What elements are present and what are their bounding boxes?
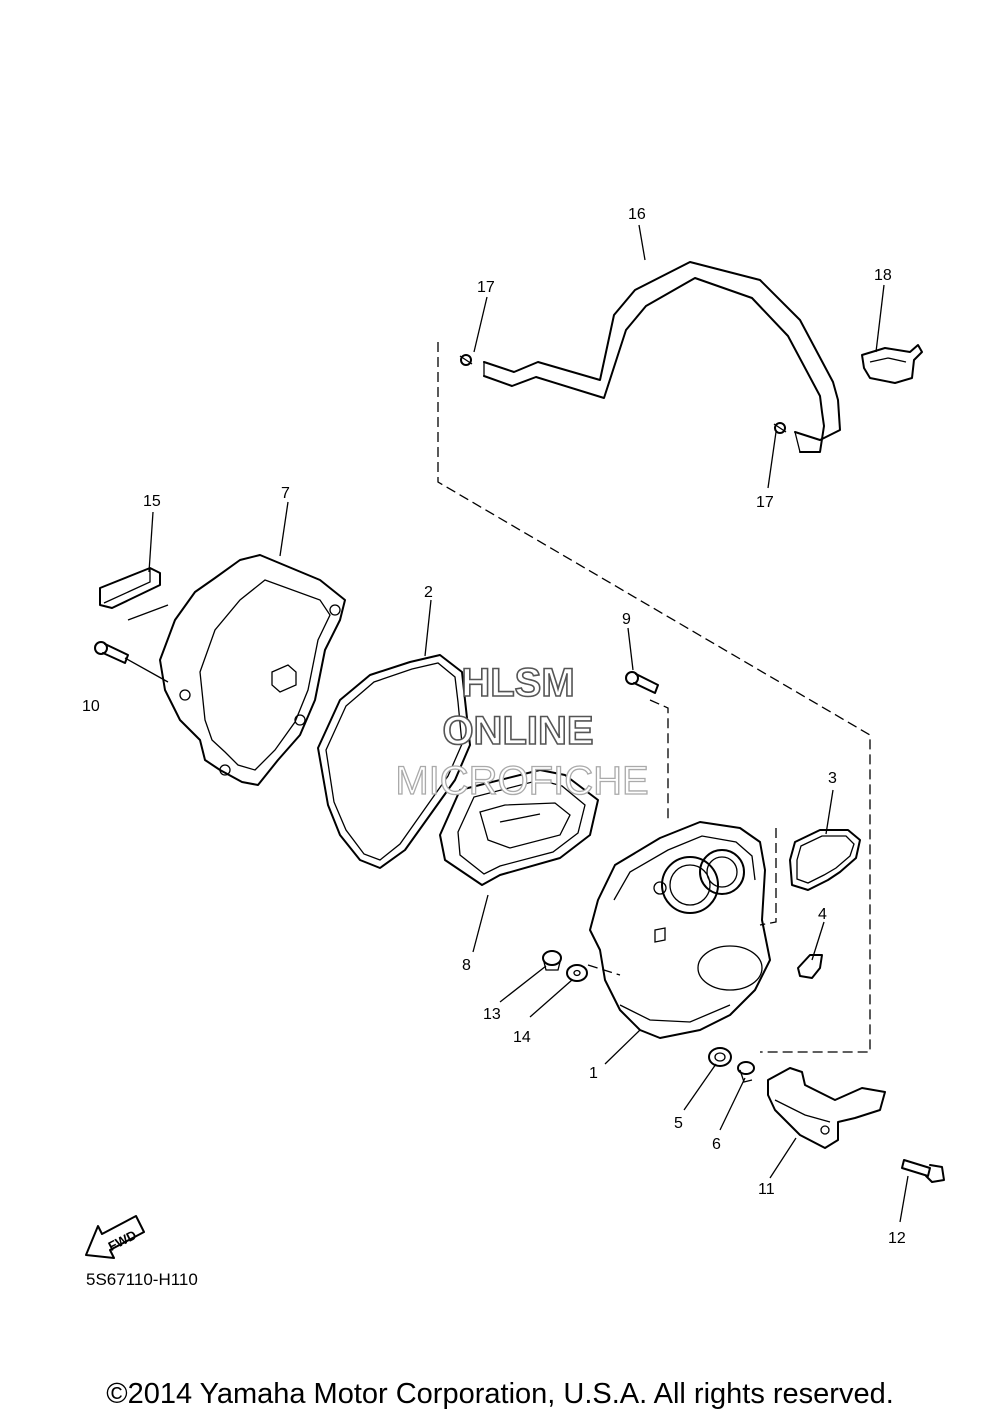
part-7-case-cover [159, 554, 346, 786]
watermark-line-2: ONLINE [442, 709, 593, 753]
watermark-line-3: MICROFICHE [395, 759, 648, 803]
callout-10: 10 [82, 698, 100, 715]
callout-numbers: 16 17 18 17 15 7 2 9 10 3 4 8 13 14 1 5 … [82, 206, 906, 1247]
part-9-screw [625, 671, 659, 694]
callout-11: 11 [758, 1181, 775, 1198]
watermark: HLSM ONLINE MICROFICHE [395, 660, 650, 803]
callout-8: 8 [462, 957, 471, 974]
part-10-screw [94, 641, 129, 664]
callout-7: 7 [281, 485, 290, 502]
part-6-collar [737, 1061, 755, 1083]
fwd-label: FWD [106, 1227, 139, 1254]
part-13-collar [542, 950, 562, 971]
part-3-o-ring [789, 829, 861, 891]
leader-lines [124, 224, 909, 1223]
callout-17-lower: 17 [756, 494, 774, 511]
fwd-arrow-icon: FWD [85, 1215, 145, 1259]
callout-9: 9 [622, 611, 631, 628]
part-18-holder-clamp [861, 344, 923, 384]
copyright-notice: ©2014 Yamaha Motor Corporation, U.S.A. A… [106, 1378, 894, 1410]
callout-17-upper: 17 [477, 279, 495, 296]
callout-12: 12 [888, 1230, 906, 1247]
part-11-bracket [767, 1067, 886, 1149]
callout-18: 18 [874, 267, 892, 284]
diagram-code: 5S67110-H110 [86, 1270, 198, 1289]
callout-15: 15 [143, 493, 161, 510]
callout-3: 3 [828, 770, 837, 787]
callout-5: 5 [674, 1115, 683, 1132]
part-17-hose-clip-upper [459, 354, 473, 366]
part-5-grommet [708, 1047, 732, 1067]
part-4-clip [797, 954, 823, 979]
part-8-filter-element [439, 769, 599, 886]
part-2-seal [317, 654, 471, 869]
callout-4: 4 [818, 906, 827, 923]
callout-14: 14 [513, 1029, 531, 1046]
callout-16: 16 [628, 206, 646, 223]
watermark-line-1: HLSM [461, 661, 574, 705]
callout-13: 13 [483, 1006, 501, 1023]
part-17-hose-clip-lower [773, 422, 787, 434]
callout-6: 6 [712, 1136, 721, 1153]
callout-1: 1 [589, 1065, 598, 1082]
part-14-washer [566, 964, 588, 982]
part-1-case [589, 821, 771, 1039]
part-15-foam-pad [99, 567, 161, 609]
part-16-breather-hose [483, 261, 841, 453]
callout-2: 2 [424, 584, 433, 601]
part-12-bolt [901, 1159, 945, 1183]
